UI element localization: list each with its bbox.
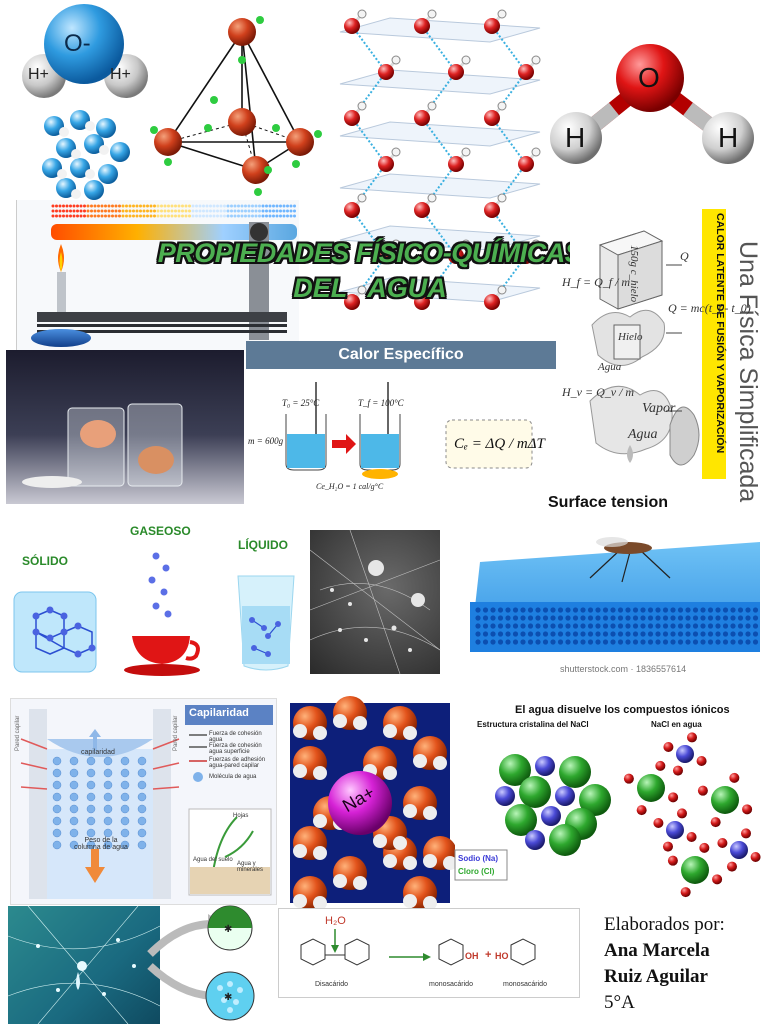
author-grade: 5°A: [604, 992, 635, 1013]
label-vapor: Vapor: [642, 401, 676, 416]
yellow-band: [702, 209, 726, 479]
hydrolysis-diagram: H₂O Disacárido monosacárido monosacárido…: [278, 908, 580, 998]
oh-group: OH: [465, 951, 479, 961]
legend-item-cohesion-surface: Fuerza de cohesión agua superficie: [209, 743, 262, 755]
monosaccharide-label-2: monosacárido: [503, 981, 547, 988]
states-of-water-illustration: SÓLIDO GASEOSO LÍQUIDO: [6, 516, 308, 686]
oxygen-atom: [616, 44, 684, 112]
spider-web-droplets-photo: [309, 529, 441, 675]
label-agua-2: Agua: [628, 427, 658, 442]
capillarity-title: Capilaridad: [189, 707, 249, 719]
specific-heat-banner: Calor Específico: [246, 341, 556, 369]
tf-label: T_f = 100°C: [358, 398, 404, 408]
plant-label-soil: Agua del suelo: [193, 857, 233, 863]
specific-heat-title: Calor Específico: [338, 346, 464, 363]
legend-item-adhesion: Fuerzas de adhesión agua-pared capilar: [209, 757, 266, 769]
eggs-in-water-photo: [6, 350, 244, 504]
legend-item-cohesion: Fuerza de cohesión agua: [209, 731, 262, 743]
q-label: Q: [680, 249, 689, 263]
specific-heat-formula: Cₑ = ΔQ / mΔT: [454, 436, 545, 452]
formula-q: Q = mc(t_f - t_0): [668, 301, 751, 315]
title-line-1: PROPIEDADES FÍSICO-QUÍMICAS: [157, 238, 583, 268]
hydroxide-molecule-illustration: O- H+ H+: [18, 4, 158, 104]
reagent-label: H₂O: [325, 915, 346, 927]
mass-label: m = 600g: [248, 436, 284, 446]
credits-heading: Elaborados por:: [604, 914, 725, 935]
hydrogen-atom-right: [702, 112, 754, 164]
hydrogen-label-left: H: [565, 122, 586, 153]
specific-heat-diagram: T₀ = 25°C T_f = 100°C m = 600g Ce_H₂O = …: [246, 370, 556, 495]
wall-left-label: Pared capilar: [15, 715, 21, 751]
latent-heat-panel: CALOR LATENTE DE FUSIÓN Y VAPORIZACIÓN U…: [562, 205, 768, 502]
ho-group: HO: [495, 951, 509, 961]
ionic-left-caption: Estructura cristalina del NaCl: [477, 720, 589, 729]
wall-right-label: Pared capilar: [173, 715, 179, 751]
ce-water-label: Ce_H₂O = 1 cal/g°C: [316, 482, 384, 491]
title-line-2: DEL AGUA: [293, 273, 447, 303]
state-gas-label: GASEOSO: [130, 524, 191, 538]
image-credit: shutterstock.com · 1836557614: [560, 664, 687, 674]
disaccharide-label: Disacárido: [315, 981, 349, 988]
label-hielo: Hielo: [618, 331, 643, 343]
tetrahedral-structure-illustration: [148, 10, 328, 200]
ice-lattice-illustration: [330, 4, 550, 330]
state-solid-label: SÓLIDO: [22, 554, 69, 568]
author-last-name: Ruiz Aguilar: [604, 966, 708, 987]
formula-hf: H_f = Q_f / m: [562, 275, 631, 289]
legend-chlorine: Cloro (Cl): [458, 867, 495, 876]
surface-tension-illustration: shutterstock.com · 1836557614: [460, 522, 768, 682]
hydrogen-ion-label-left: H+: [28, 66, 49, 83]
heated-bar-illustration: [16, 200, 299, 350]
label-weight: Peso de la columna de agua: [74, 837, 128, 851]
dew-web-photo: [7, 905, 161, 1025]
plant-label-minerals: Agua y minerales: [237, 861, 264, 873]
plant-label-leaves: Hojas: [233, 813, 249, 819]
plus-sign: +: [485, 949, 492, 961]
water-cluster-illustration: [36, 108, 136, 200]
droplet-zoom-illustration: ✱ ✱: [147, 904, 270, 1024]
yellow-band-text: CALOR LATENTE DE FUSIÓN Y VAPORIZACIÓN: [714, 213, 726, 454]
hydrogen-ion-label-right: H+: [110, 66, 131, 83]
hydrogen-label-right: H: [718, 122, 739, 153]
water-molecule-illustration: O H H: [550, 30, 755, 170]
svg-text:✱: ✱: [224, 924, 232, 935]
ionic-right-caption: NaCl en agua: [651, 720, 702, 729]
t0-label: T₀ = 25°C: [282, 398, 320, 408]
oxygen-label: O: [638, 62, 660, 93]
credits-block: Elaborados por: Ana Marcela Ruiz Aguilar…: [604, 912, 764, 1016]
capillarity-diagram: Capilaridad capilaridad Peso de la colum…: [10, 698, 277, 905]
formula-hv: H_v = Q_v / m: [562, 385, 635, 399]
label-capilaridad: capilaridad: [81, 749, 115, 756]
svg-text:✱: ✱: [224, 992, 232, 1003]
author-first-name: Ana Marcela: [604, 940, 710, 961]
ionic-title: El agua disuelve los compuestos iónicos: [515, 704, 730, 716]
ionic-dissolution-diagram: El agua disuelve los compuestos iónicos …: [454, 700, 768, 900]
label-agua-1: Agua: [598, 361, 622, 373]
side-title: Una Física Simplificada: [734, 241, 762, 503]
legend-sodium: Sodio (Na): [458, 854, 498, 863]
legend-item-molecule: Molécula de agua: [209, 774, 257, 780]
oxygen-atom: [44, 4, 124, 84]
hydrogen-atom-left: [550, 112, 602, 164]
monosaccharide-label-1: monosacárido: [429, 981, 473, 988]
surface-tension-title: Surface tension: [548, 494, 669, 511]
oxygen-ion-label: O-: [64, 30, 91, 57]
poster-title: PROPIEDADES FÍSICO-QUÍMICAS DEL AGUA: [150, 238, 590, 304]
state-liquid-label: LÍQUIDO: [238, 538, 288, 552]
sodium-hydration-illustration: Na+: [290, 696, 457, 910]
